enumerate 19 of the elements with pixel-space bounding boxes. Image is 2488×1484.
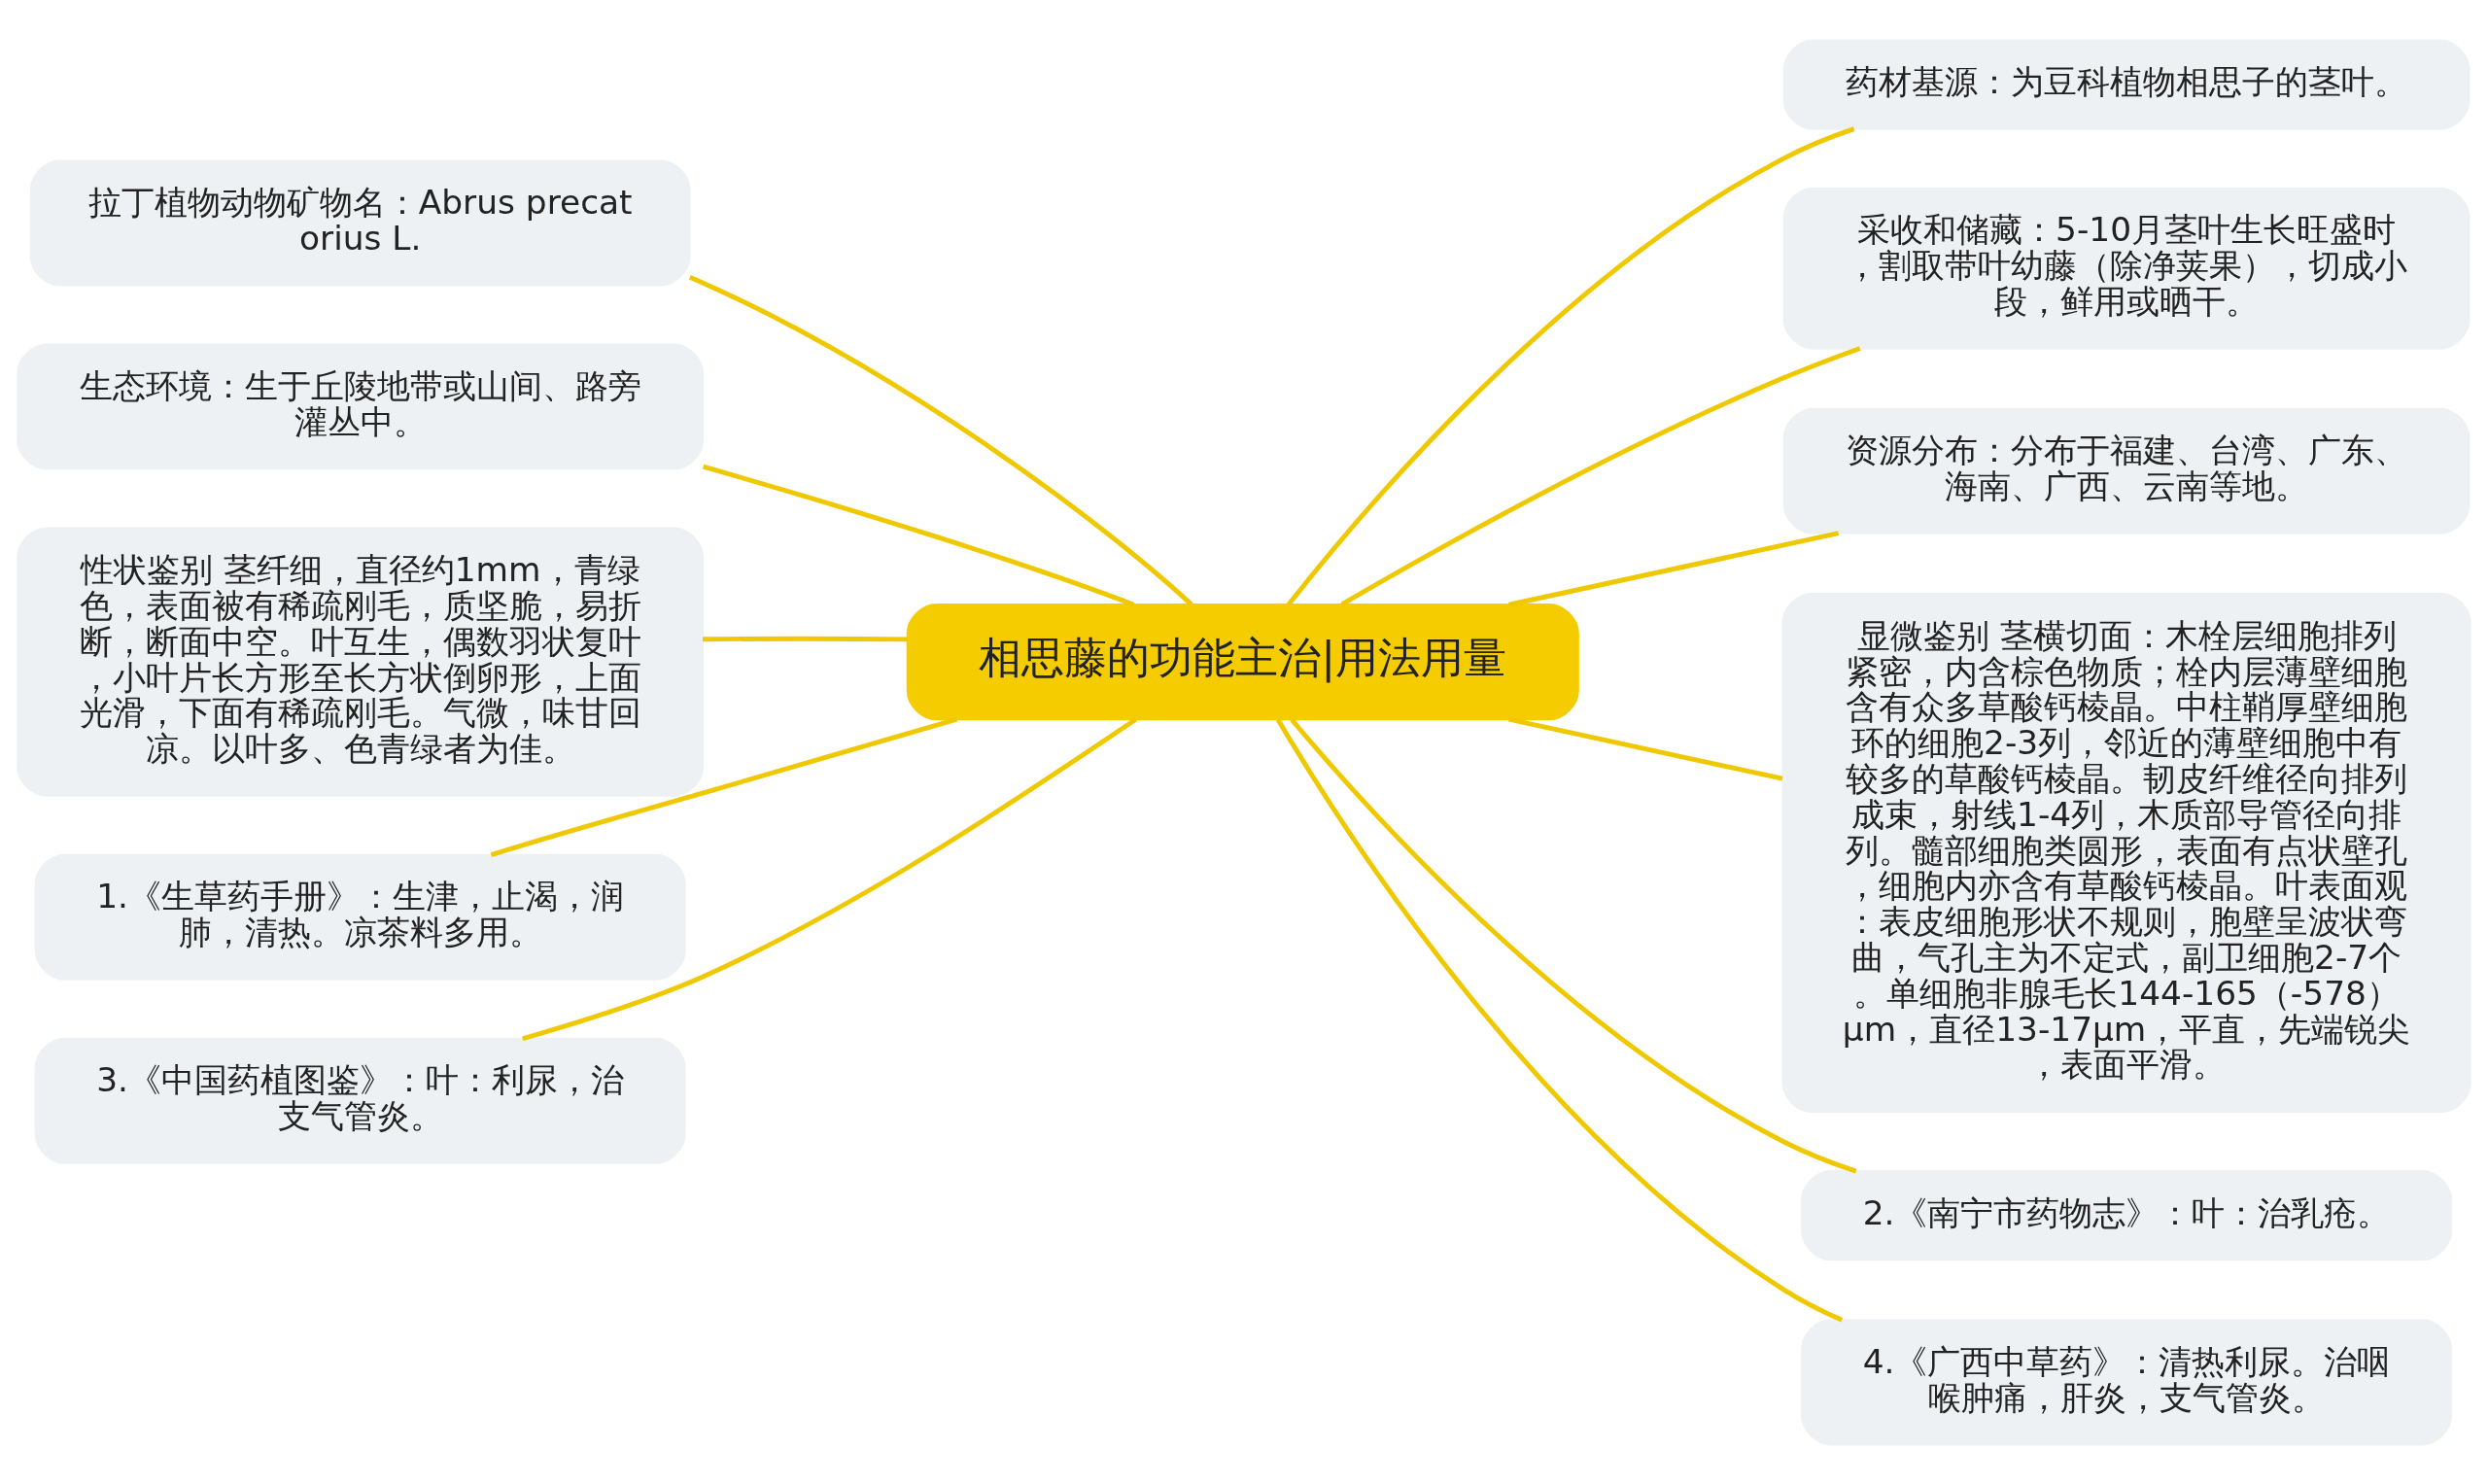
connector [702,636,908,641]
connector [1286,125,1855,606]
node-box: 4.《广西中草药》：清热利尿。治咽喉肿痛，肝炎，支气管炎。 [1801,1318,2453,1445]
connector [688,274,1193,606]
node-box: 3.《中国药植图鉴》：叶：利尿，治支气管炎。 [34,1037,686,1164]
node-box: 显微鉴别 茎横切面：木栓层细胞排列紧密，内含棕色物质；栓内层薄壁细胞含有众多草酸钙棱晶。中柱鞘厚壁细胞环的细胞2-3列，邻近的薄壁细胞中有较多的草酸钙棱晶。韧皮纤维径向排列成束，射线1-4列，木质部导管径向排列。髓部细胞类圆形，表面有点状壁孔，细胞内亦含有草酸钙棱晶。叶表面观：表皮细胞形状不规则，胞壁呈波状弯曲，气孔主为不定式，副卫细胞2-7个。单细胞非腺毛长144-165（-578）μm，直径13-17μm，平直，先端锐尖，表面平滑。 [1781,592,2471,1113]
node-box: 相思藤的功能主治|用法用量 [906,603,1579,720]
connector [1340,345,1861,606]
node-box: 资源分布：分布于福建、台湾、广东、海南、广西、云南等地。 [1782,407,2471,535]
node-box: 1.《生草药手册》：生津，止渴，润肺，清热。凉茶料多用。 [34,853,686,981]
connector [1275,717,1844,1323]
node-box: 采收和储藏：5-10月茎叶生长旺盛时，割取带叶幼藤（除净荚果），切成小段，鲜用或晒干。 [1782,187,2471,350]
node-box: 药材基源：为豆科植物相思子的茎叶。 [1782,39,2471,130]
connector [1290,717,1857,1173]
node-box: 生态环境：生于丘陵地带或山间、路旁灌丛中。 [17,343,705,470]
node-box: 拉丁植物动物矿物名：Abrus precatorius L. [29,159,691,287]
node-box: 2.《南宁市药物志》：叶：治乳疮。 [1801,1169,2453,1260]
node-box: 性状鉴别 茎纤细，直径约1mm，青绿色，表面被有稀疏刚毛，质坚脆，易折断，断面中空。叶互生，偶数羽状复叶，小叶片长方形至长方状倒卵形，上面光滑，下面有稀疏刚毛。气微，味甘回凉。以叶多、色青绿者为佳。 [17,527,705,797]
connector [702,464,1135,606]
